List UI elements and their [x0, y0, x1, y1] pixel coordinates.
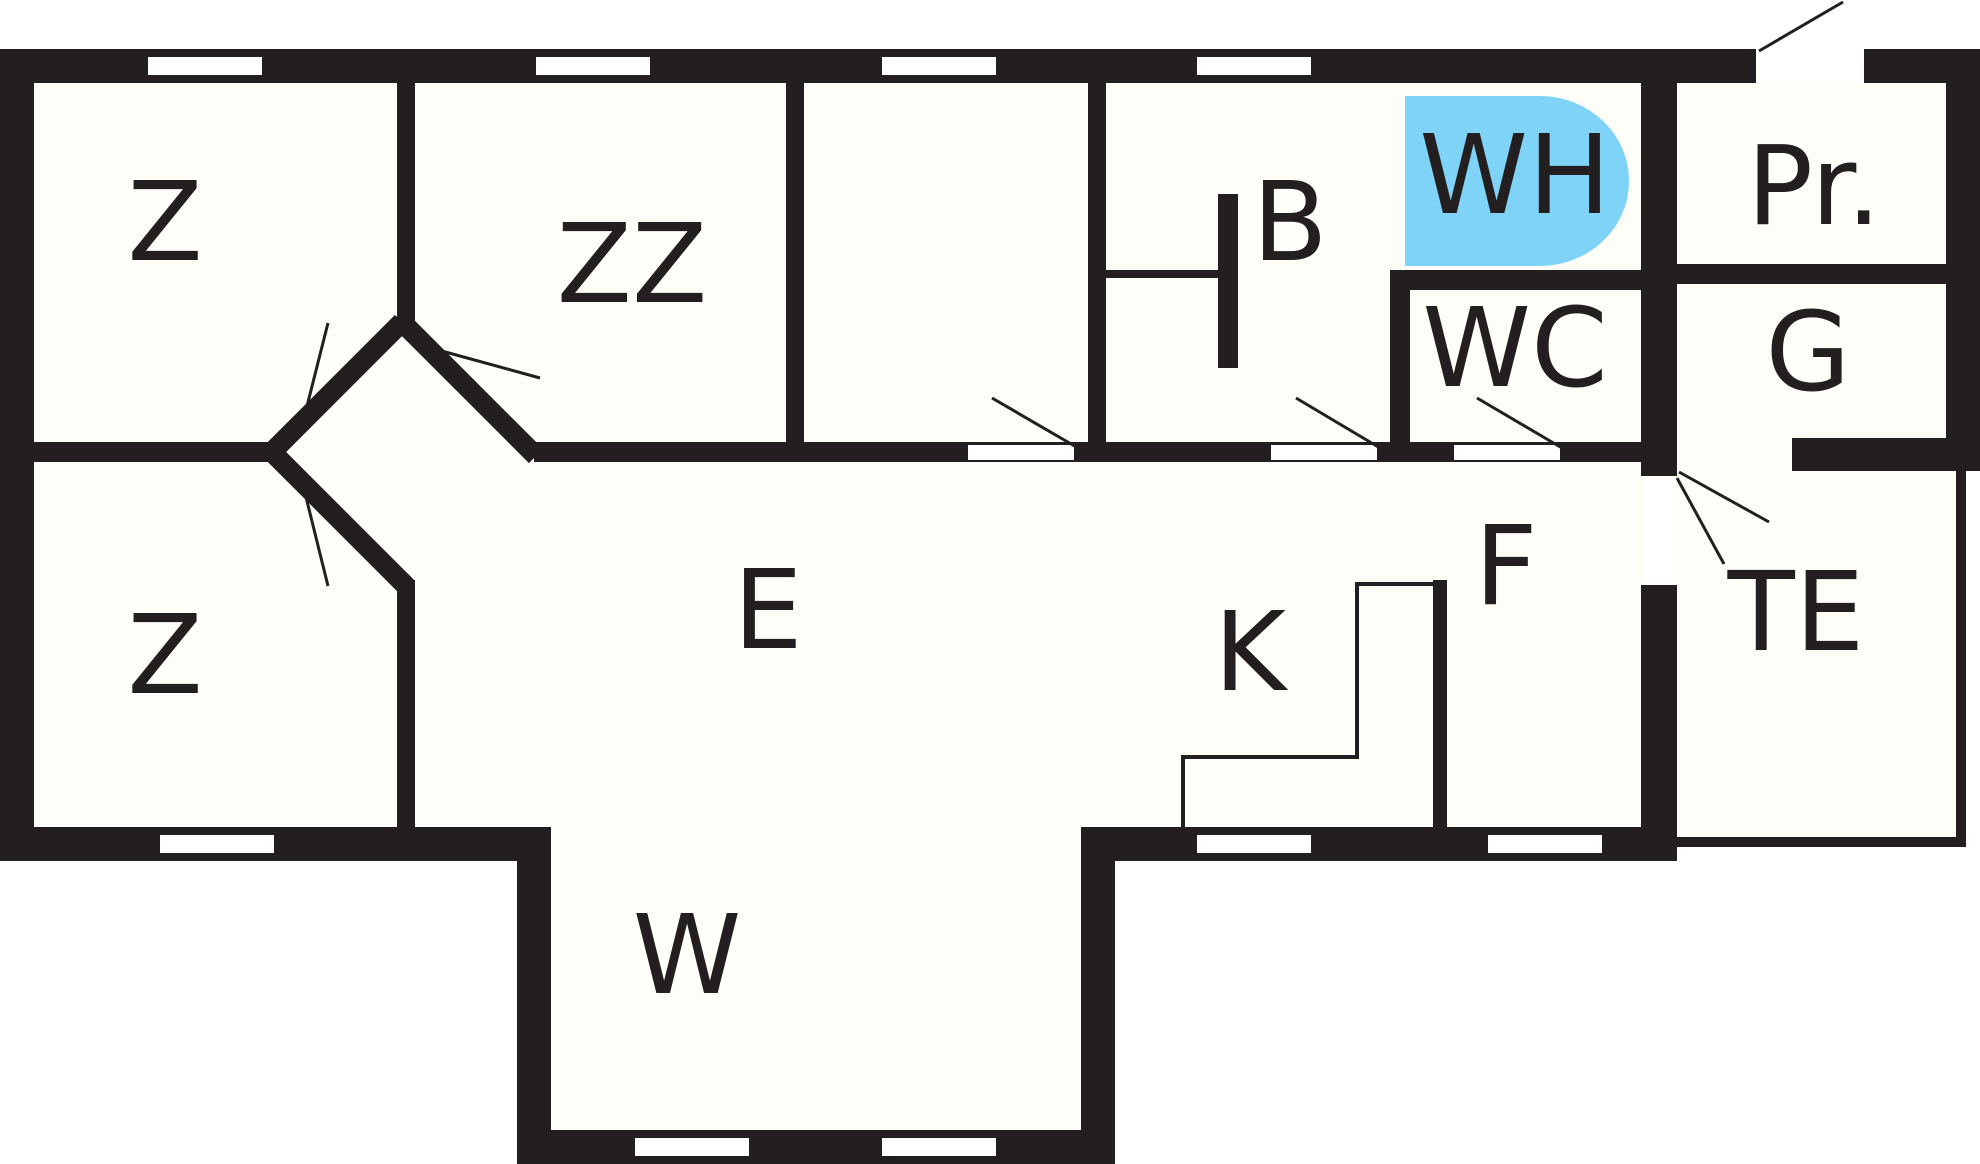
- room-label-wh: WH: [1419, 111, 1610, 239]
- windows: [148, 57, 1602, 1156]
- wh-highlight: [1405, 96, 1630, 266]
- room-label-b: B: [1252, 158, 1327, 286]
- room-label-g: G: [1765, 288, 1850, 416]
- room-label-k: K: [1214, 588, 1289, 716]
- room-label-f: F: [1474, 502, 1537, 630]
- door-openings: [968, 49, 1861, 583]
- room-label-te: TE: [1727, 548, 1865, 676]
- room-label-zz: ZZ: [557, 200, 708, 328]
- room-label-pr: Pr.: [1747, 122, 1882, 250]
- room-label-z-top: Z: [127, 158, 202, 286]
- diagonal-walls: [264, 314, 544, 596]
- room-label-wc: WC: [1422, 284, 1608, 412]
- kitchen-counter: [1181, 582, 1446, 830]
- door-swings[interactable]: [302, 0, 1844, 587]
- walls: [0, 49, 1980, 1164]
- room-label-e: E: [733, 546, 803, 674]
- room-labels: Z ZZ B WH Pr. WC G Z E F K TE W: [127, 111, 1881, 1019]
- room-label-w: W: [633, 891, 742, 1019]
- room-label-z-bottom: Z: [127, 591, 202, 719]
